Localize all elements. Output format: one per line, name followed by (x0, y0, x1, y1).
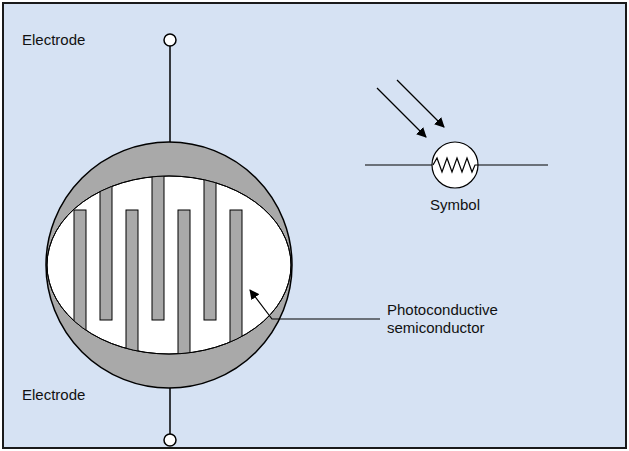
electrode-label: Electrode (22, 31, 85, 49)
background-frame (3, 3, 626, 448)
electrode-label: Electrode (22, 386, 85, 404)
top-lead (169, 46, 171, 143)
photoresistor-symbol (365, 80, 548, 188)
part-label: Photoconductive semiconductor (387, 301, 537, 337)
bottom-lead (169, 387, 171, 434)
cell-body (46, 142, 292, 388)
interdigitated-electrodes (40, 160, 300, 370)
bottom-terminal (164, 434, 176, 446)
leader-line (250, 290, 380, 319)
symbol-label: Symbol (430, 196, 480, 214)
top-terminal (164, 34, 176, 46)
